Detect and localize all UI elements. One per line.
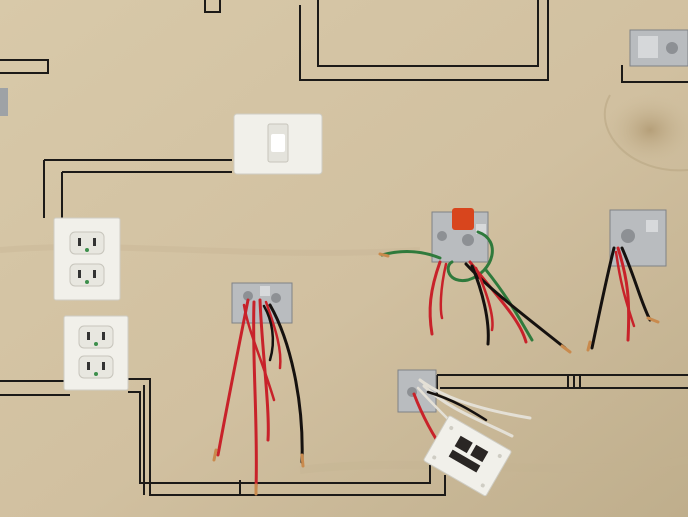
terminal-block-icon xyxy=(423,415,512,497)
upper-junction-box-icon xyxy=(431,208,489,263)
duplex-outlet-lower-icon xyxy=(63,315,129,391)
right-junction-box-icon xyxy=(609,209,667,267)
center-wire-bundle-icon xyxy=(212,298,305,496)
light-switch-icon xyxy=(233,113,323,175)
right-wire-bundle-icon xyxy=(586,246,660,352)
duplex-outlet-upper-icon xyxy=(53,217,121,301)
left-edge-box-icon xyxy=(0,88,8,116)
upper-wire-bundle-icon xyxy=(378,230,572,354)
conduit-lines xyxy=(0,0,688,496)
top-right-junction-box-icon xyxy=(629,29,688,67)
